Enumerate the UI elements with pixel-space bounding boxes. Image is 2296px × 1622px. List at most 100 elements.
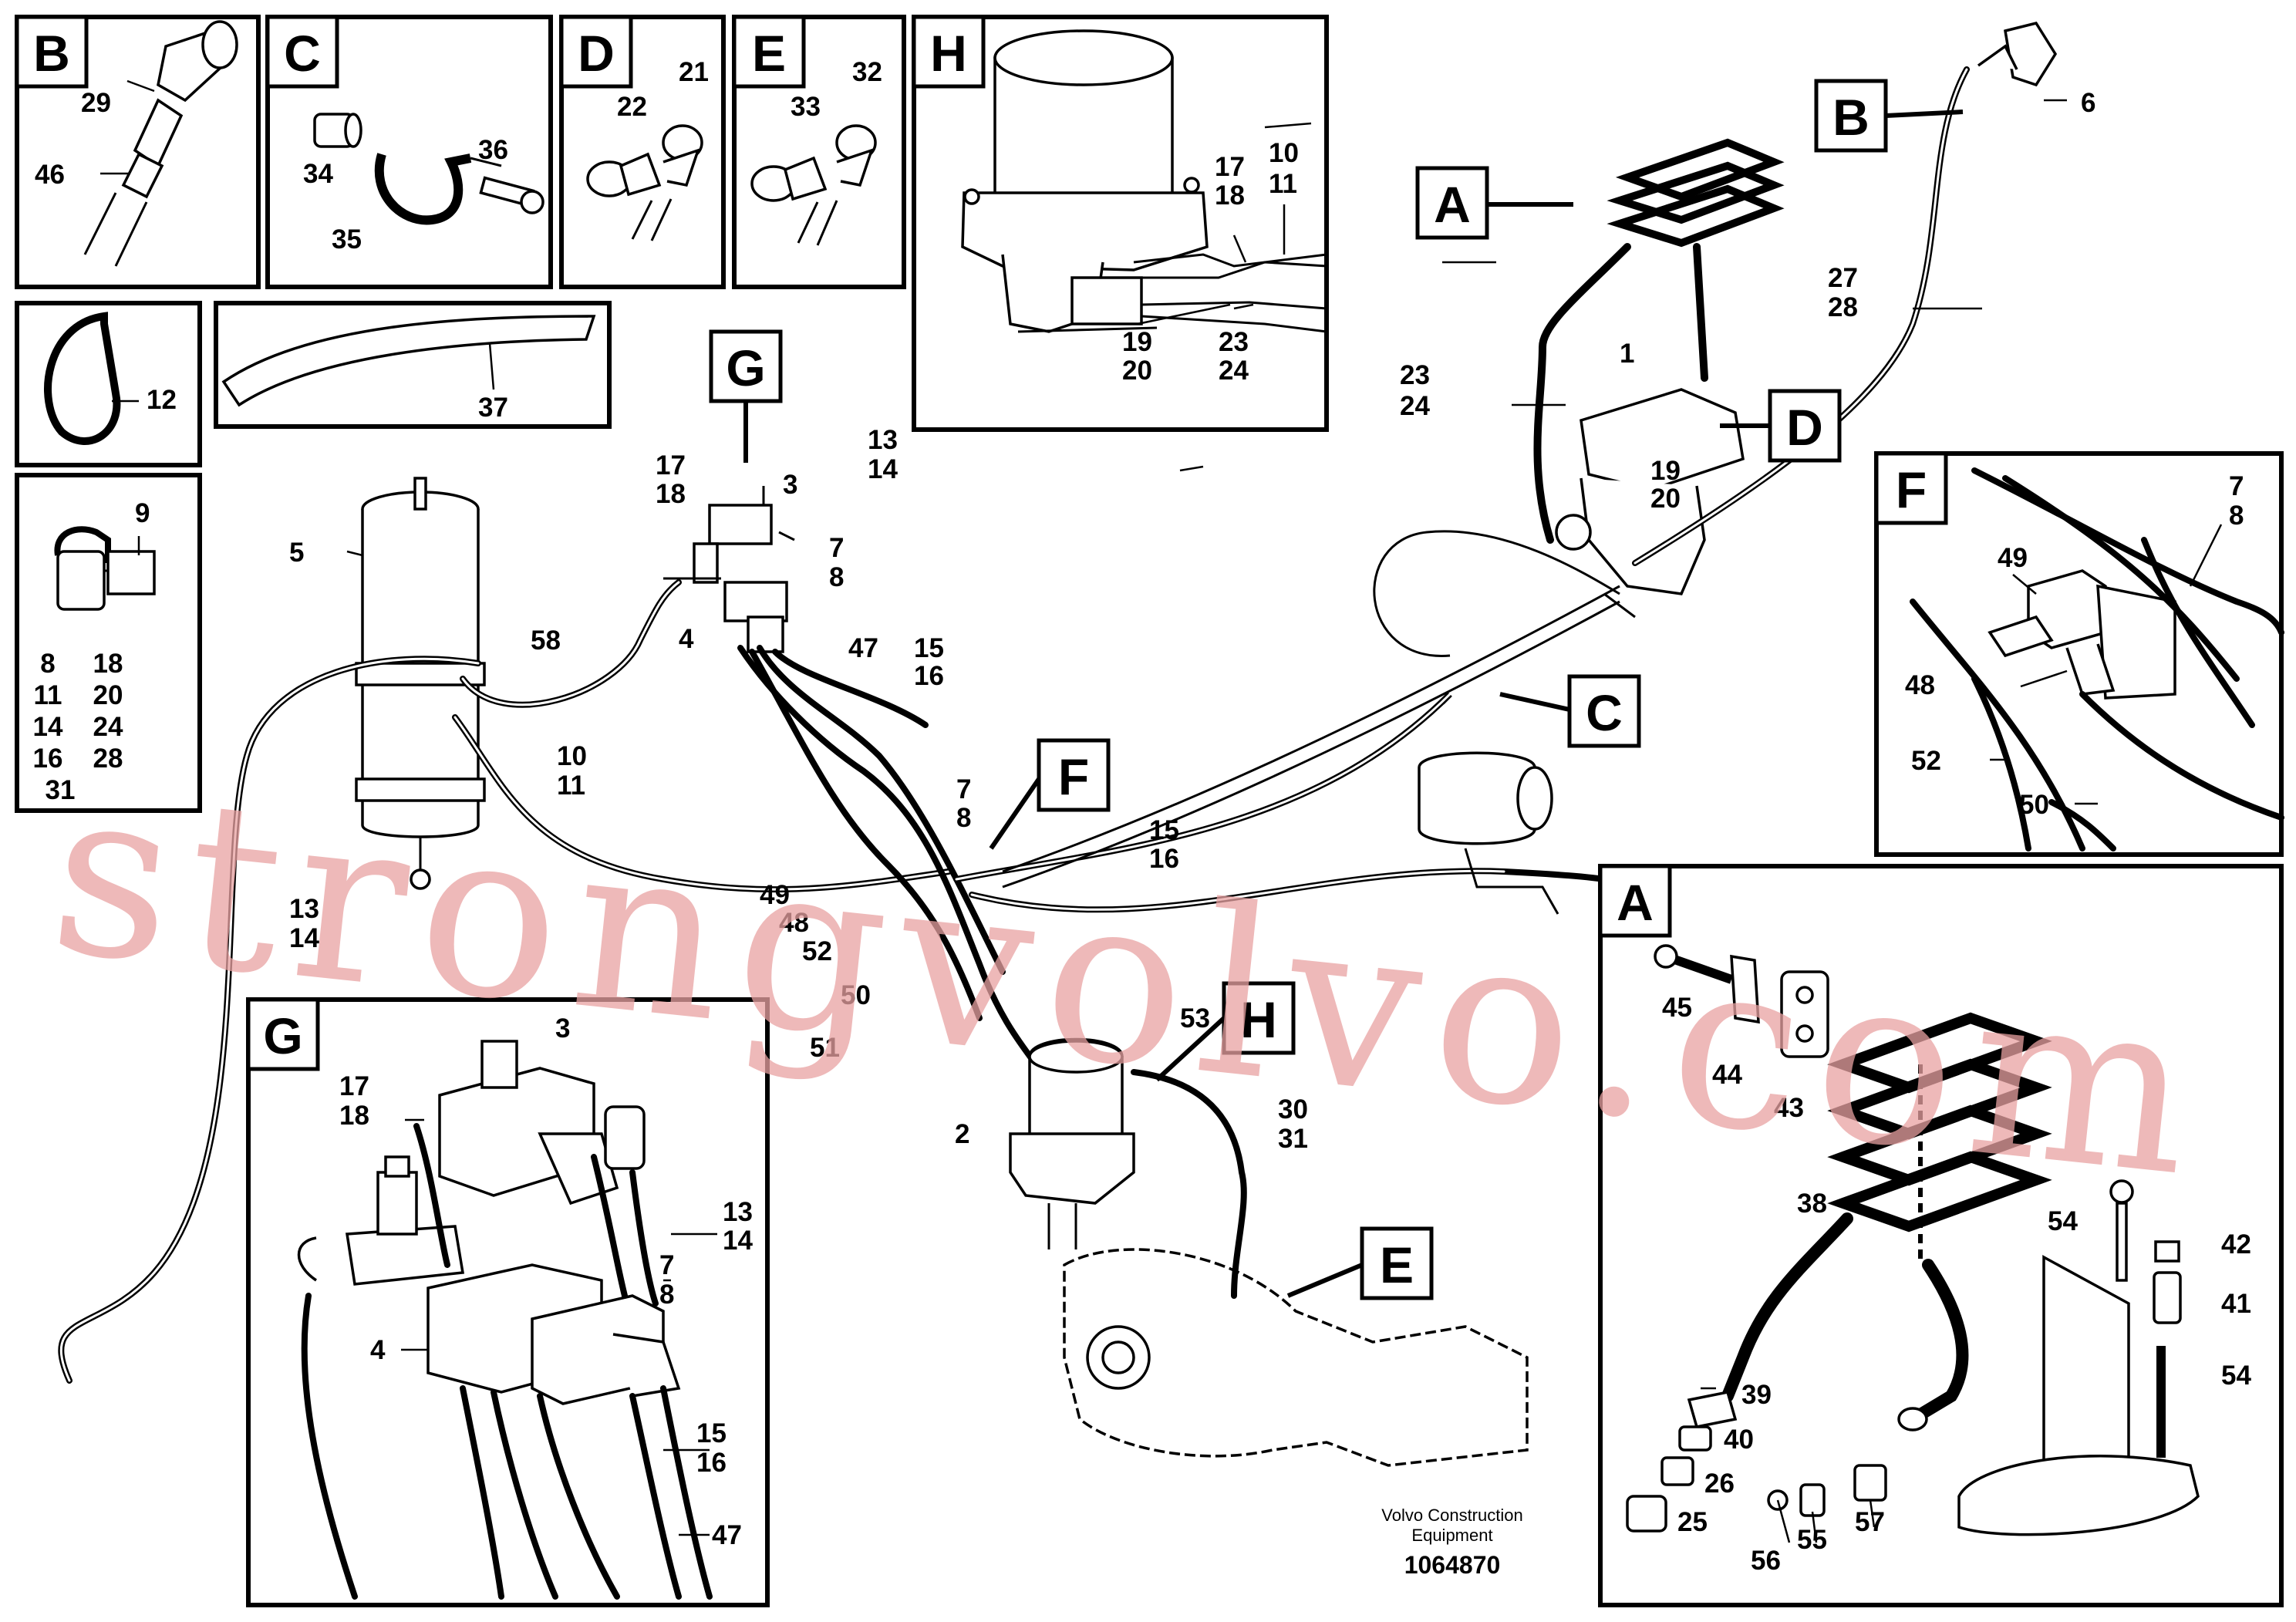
drawing-credits: Volvo Construction Equipment 1064870 (1381, 1506, 1522, 1579)
inset-b: B 29 46 (15, 15, 261, 289)
m-label-6: 6 (2081, 88, 2095, 118)
clip-col2-0: 18 (93, 649, 123, 679)
label-h-23: 23 (1219, 327, 1249, 357)
a-label-38: 38 (1797, 1189, 1827, 1219)
tag-c-box (1567, 674, 1641, 748)
credit-line2: Equipment (1411, 1526, 1492, 1545)
label-36: 36 (478, 135, 508, 165)
label-12: 12 (147, 385, 177, 415)
tag-h: H (1240, 991, 1277, 1048)
inset-tie-frame (15, 301, 202, 467)
label-9: 9 (135, 498, 150, 528)
tag-f: F (1058, 748, 1089, 805)
m-label-7: 7 (829, 533, 844, 563)
g-label-8: 8 (659, 1280, 674, 1310)
tag-g-box (709, 329, 783, 403)
edge-strip-drawing (221, 315, 596, 407)
inset-e: E 33 32 (732, 15, 906, 289)
label-33: 33 (791, 92, 821, 122)
m-label-13b: 13 (289, 894, 319, 924)
pipe-c-run-2 (1002, 600, 1620, 889)
clip-col2-3: 28 (93, 744, 123, 774)
m-label-52: 52 (802, 936, 832, 966)
main-labels: 5 17 18 3 13 14 7 8 4 47 15 16 58 10 11 … (289, 88, 2095, 1154)
inset-c-tag: C (284, 25, 321, 82)
m-label-15: 15 (914, 633, 944, 663)
a-label-42: 42 (2221, 1229, 2251, 1259)
hose-bundle-d (749, 649, 983, 1021)
a-label-57: 57 (1855, 1507, 1885, 1537)
f-label-8: 8 (2229, 501, 2244, 531)
inset-a: A (1598, 864, 2284, 1607)
g-label-18: 18 (339, 1101, 369, 1131)
inset-b-frame (15, 15, 261, 289)
air-dryer-main-drawing (1009, 1037, 1135, 1249)
label-h-10: 10 (1269, 138, 1299, 168)
a-label-26: 26 (1704, 1469, 1735, 1499)
m-label-5: 5 (289, 538, 304, 568)
m-label-14b: 14 (289, 923, 319, 953)
cable-tie-drawing (44, 312, 139, 445)
inset-h-frame (912, 15, 1329, 432)
clip-col1-2: 14 (33, 712, 63, 742)
a-label-39: 39 (1741, 1380, 1772, 1410)
inset-h-tag: H (930, 25, 967, 82)
f-label-49: 49 (1998, 543, 2028, 573)
g-label-13: 13 (723, 1197, 753, 1227)
f-label-52: 52 (1911, 746, 1941, 776)
m-label-14: 14 (868, 454, 898, 484)
a-label-54a: 54 (2048, 1206, 2078, 1236)
a-label-45: 45 (1662, 993, 1692, 1023)
inset-e-frame (732, 15, 906, 289)
inset-a-frame (1598, 864, 2284, 1607)
hose-58 (460, 579, 682, 708)
inset-clip-frame (15, 473, 202, 813)
compressor-drawing (1555, 388, 1745, 619)
hose-10-11-inner (453, 716, 950, 891)
line-15-16-lower-inner (970, 869, 1505, 911)
m-label-18: 18 (656, 479, 686, 509)
clip-col2-1: 20 (93, 680, 123, 710)
inset-c-tag-box (265, 15, 339, 89)
inset-g: G 3 (246, 997, 770, 1607)
f-label-48: 48 (1905, 670, 1935, 700)
fitting-e-drawing (750, 124, 877, 246)
inset-clip: 9 8 11 14 16 31 18 20 24 28 (15, 473, 202, 813)
a-label-25: 25 (1677, 1507, 1708, 1537)
inset-d-tag-box (559, 15, 633, 89)
m-label-20: 20 (1650, 484, 1681, 514)
air-tank-drawing (346, 477, 486, 890)
inset-c: C 34 35 36 (265, 15, 553, 289)
label-h-20: 20 (1122, 356, 1152, 386)
fitting-d-drawing (586, 124, 703, 241)
main-tags: G F H E A D B C (709, 79, 1964, 1300)
m-label-58: 58 (531, 626, 561, 656)
m-label-30: 30 (1278, 1094, 1308, 1125)
axle-housing-drawing (1063, 1248, 1529, 1467)
tag-h-box (1222, 981, 1296, 1055)
label-h-24: 24 (1219, 356, 1249, 386)
m-label-8: 8 (829, 562, 844, 592)
m-label-3: 3 (783, 470, 797, 500)
inset-g-frame (246, 997, 770, 1607)
g-label-4: 4 (370, 1335, 386, 1365)
m-label-17: 17 (656, 450, 686, 481)
label-35: 35 (332, 224, 362, 255)
drawing-number: 1064870 (1404, 1551, 1501, 1579)
inset-h: H 17 18 10 11 19 20 23 24 (912, 15, 1329, 432)
label-h-17: 17 (1215, 152, 1245, 182)
tag-f-box (1037, 738, 1111, 812)
hose-58-inner (461, 581, 680, 706)
f-label-7: 7 (2229, 471, 2244, 501)
g-label-17: 17 (339, 1071, 369, 1101)
m-label-16b: 16 (1149, 844, 1179, 874)
tag-d-box (1768, 389, 1842, 463)
m-label-24: 24 (1400, 391, 1430, 421)
m-label-8b: 8 (956, 803, 971, 833)
tag-a: A (1434, 176, 1471, 233)
a-label-54b: 54 (2221, 1361, 2251, 1391)
inset-strip: 37 (214, 301, 612, 429)
inset-f-tag: F (1896, 461, 1927, 518)
inset-d-tag: D (578, 25, 615, 82)
